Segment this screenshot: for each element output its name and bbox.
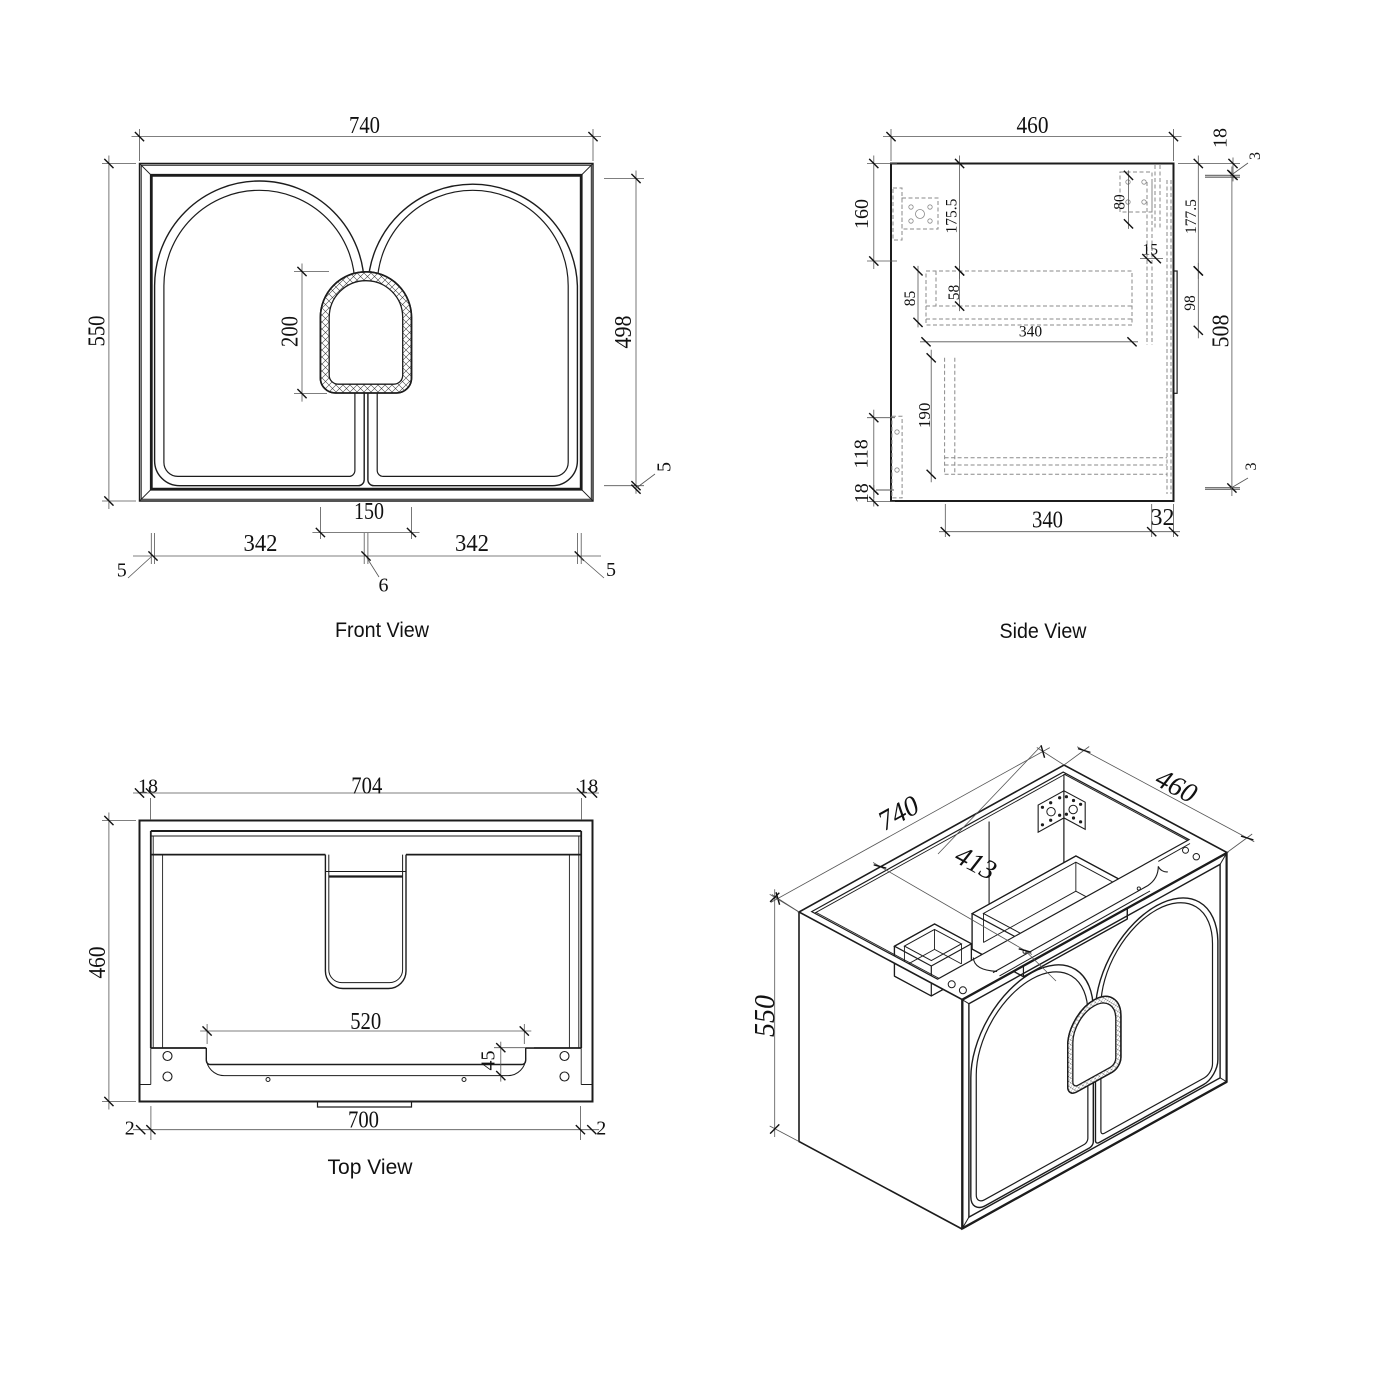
- svg-text:700: 700: [348, 1108, 379, 1134]
- svg-text:200: 200: [277, 316, 303, 347]
- svg-text:5: 5: [117, 559, 127, 581]
- svg-text:Top View: Top View: [328, 1155, 413, 1179]
- svg-text:498: 498: [611, 316, 637, 349]
- svg-text:340: 340: [1032, 508, 1063, 534]
- svg-text:342: 342: [244, 531, 278, 557]
- svg-text:18: 18: [138, 776, 158, 798]
- svg-text:175.5: 175.5: [944, 198, 961, 233]
- svg-text:32: 32: [1151, 505, 1175, 531]
- svg-text:190: 190: [915, 403, 934, 429]
- svg-text:704: 704: [351, 773, 382, 799]
- svg-text:3: 3: [1247, 152, 1264, 160]
- svg-text:160: 160: [851, 199, 873, 229]
- svg-text:85: 85: [902, 291, 919, 307]
- svg-text:508: 508: [1209, 315, 1235, 348]
- svg-text:520: 520: [350, 1009, 381, 1035]
- svg-text:80: 80: [1111, 194, 1128, 210]
- svg-text:18: 18: [578, 776, 598, 798]
- svg-text:18: 18: [1210, 128, 1232, 148]
- svg-text:550: 550: [85, 316, 111, 347]
- svg-text:460: 460: [85, 947, 111, 979]
- svg-text:460: 460: [1017, 113, 1049, 139]
- svg-text:342: 342: [455, 531, 489, 557]
- svg-text:Side View: Side View: [1000, 619, 1087, 643]
- svg-text:58: 58: [946, 285, 963, 301]
- svg-text:340: 340: [1019, 324, 1043, 341]
- svg-text:2: 2: [596, 1118, 606, 1140]
- svg-text:5: 5: [606, 559, 616, 581]
- svg-text:150: 150: [354, 499, 384, 525]
- svg-text:550: 550: [750, 995, 781, 1037]
- svg-text:98: 98: [1182, 295, 1199, 311]
- svg-text:177.5: 177.5: [1183, 199, 1200, 234]
- svg-text:6: 6: [379, 575, 389, 597]
- svg-text:5: 5: [654, 462, 676, 472]
- svg-text:45: 45: [478, 1051, 500, 1071]
- svg-text:15: 15: [1142, 241, 1158, 258]
- svg-text:Front View: Front View: [335, 618, 429, 642]
- svg-text:740: 740: [349, 113, 380, 139]
- svg-text:2: 2: [125, 1118, 135, 1140]
- svg-text:18: 18: [851, 483, 873, 503]
- svg-text:3: 3: [1243, 463, 1260, 471]
- svg-text:118: 118: [851, 439, 873, 468]
